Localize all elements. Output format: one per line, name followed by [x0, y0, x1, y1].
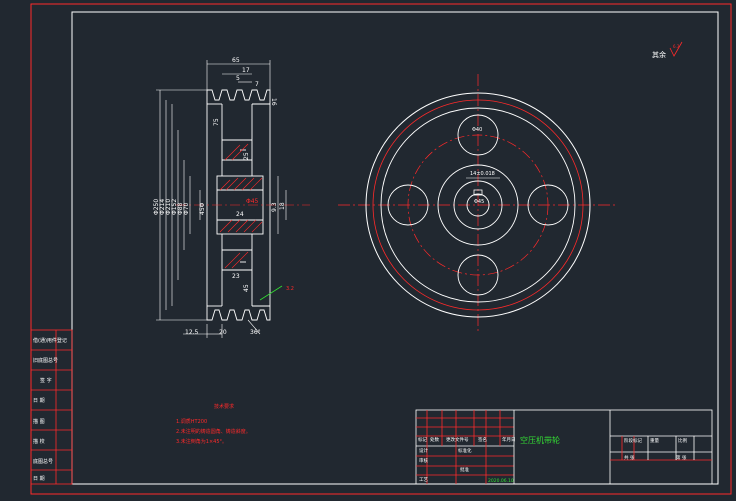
tb-row-2: 工艺: [419, 477, 428, 483]
tb-right-0: 阶段标记: [624, 437, 642, 444]
dim-top-width: 65: [232, 57, 240, 64]
tech-item-0: 1.调质HT200: [176, 418, 207, 425]
dim-vert-2: Φ210: [165, 199, 172, 215]
dim-vert-5: Φ70: [183, 202, 190, 215]
dim-right-top: 16: [270, 98, 277, 106]
roughness-symbol-icon: [669, 41, 683, 57]
left-strip-label-7: 日 期: [33, 476, 45, 482]
tb-header-3: 更改文件号: [446, 436, 469, 443]
dim-vert-3: Φ152: [171, 199, 178, 215]
tb-right-3: 共 张: [624, 454, 635, 461]
left-strip-label-0: 借(通)用件登记: [33, 337, 67, 344]
tb-header-5: 年月日: [502, 436, 516, 443]
left-strip-label-3: 日 期: [33, 398, 45, 404]
roughness-right: 3.2: [286, 286, 294, 292]
tech-requirements: 技术要求 1.调质HT200 2.未注明的铸造圆角、铸造斜度。 3.未注倒角为1…: [176, 403, 251, 445]
dim-center: Φ45: [474, 199, 484, 205]
tb-row-0: 设计: [419, 447, 428, 454]
dim-small-7: 7: [255, 81, 259, 88]
dim-vert-0: Φ250: [153, 199, 160, 215]
roughness-label: 其余: [652, 50, 666, 59]
dim-right-b: 18: [279, 202, 286, 210]
part-name: 空压机带轮: [520, 435, 560, 445]
dim-bore: Φ45: [246, 198, 259, 205]
inner-frame: [71, 11, 719, 485]
front-view: [338, 74, 618, 334]
dim-keyway: 14±0.018: [470, 171, 495, 177]
outer-border: [30, 3, 732, 495]
tb-row-1: 审核: [419, 457, 428, 464]
tb-right-1: 重量: [650, 437, 659, 444]
tb-right-4: 第 张: [676, 454, 687, 461]
tb-approve: 批准: [460, 466, 469, 473]
tb-header-1: 处数: [430, 436, 439, 443]
tb-std: 标准化: [458, 447, 472, 454]
left-strip-label-2: 签 字: [40, 377, 52, 384]
dim-bottom-left: 12.5: [185, 329, 199, 336]
tb-date: 2020.06.10: [488, 478, 514, 484]
left-strip-label-4: 描 图: [33, 418, 45, 425]
tech-title: 技术要求: [214, 403, 234, 410]
dim-inner-a: 24: [236, 211, 244, 218]
dim-inner-c: 45: [243, 284, 250, 292]
dim-top-inner: 17: [242, 67, 250, 74]
dim-vert-6: 45Φ: [199, 202, 206, 215]
dim-vert-4: Φ88: [177, 202, 184, 215]
dim-bottom-mid: 20: [219, 329, 227, 336]
dim-inner-mid: 25: [243, 152, 250, 160]
left-strip-label-5: 描 校: [33, 438, 45, 445]
tb-header-4: 签名: [478, 436, 487, 443]
dim-inner-top: 75: [213, 118, 220, 126]
tb-right-2: 比例: [678, 437, 687, 444]
roughness-value: 6.3: [673, 44, 680, 49]
title-block: [415, 409, 713, 485]
dim-hole: Φ40: [472, 127, 482, 133]
tech-item-1: 2.未注明的铸造圆角、铸造斜度。: [176, 428, 251, 435]
tech-item-2: 3.未注倒角为1×45°。: [176, 438, 227, 445]
tb-header-0: 标记: [418, 436, 427, 443]
dim-small-top: 5: [236, 75, 240, 82]
leader-line: [259, 285, 283, 301]
left-strip-label-6: 底图总号: [33, 458, 53, 465]
dim-vert-1: Φ214: [159, 199, 166, 215]
left-strip: [30, 329, 73, 485]
side-view: 65 17 5 7 16 75 25 24 23 45 Φ250 Φ214 Φ2…: [153, 57, 310, 338]
left-strip-label-1: 旧底图总号: [33, 357, 58, 364]
dim-angle: 36°: [250, 329, 261, 336]
dim-right-a: 9.3: [271, 202, 278, 212]
dim-inner-b: 23: [232, 273, 240, 280]
